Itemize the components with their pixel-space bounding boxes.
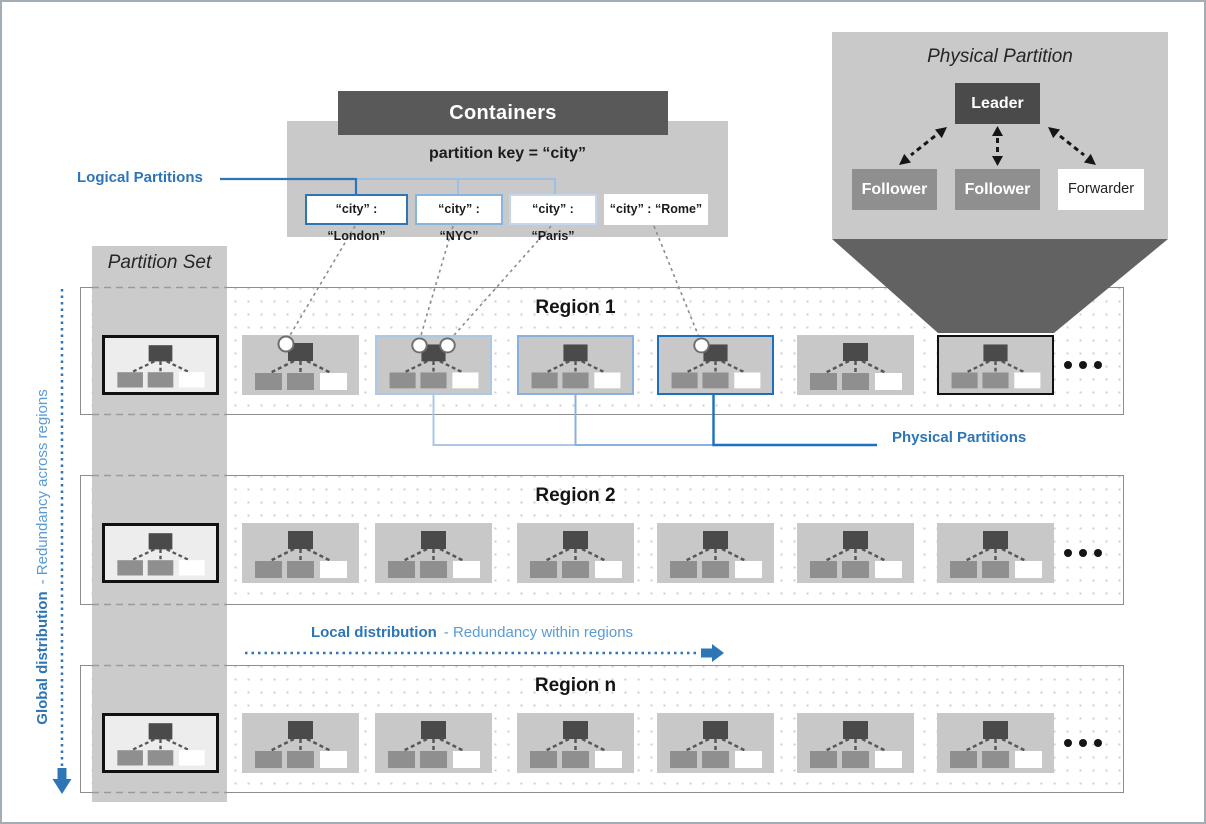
- partition-icon: [242, 523, 359, 583]
- global-distribution-main: Global distribution: [34, 591, 51, 725]
- forwarder-box: Forwarder: [1058, 169, 1144, 210]
- global-distribution-label: Global distribution - Redundancy across r…: [32, 342, 54, 772]
- logical-partition-rome: “city” : “Rome”: [604, 194, 708, 225]
- global-distribution-arrow: [52, 289, 72, 794]
- partition-icon: [797, 335, 914, 395]
- partition-icon: [797, 713, 914, 773]
- partition-key-label: partition key = “city”: [429, 145, 586, 162]
- logical-partition-paris: “city” : “Paris”: [509, 194, 597, 243]
- follower-box-2: Follower: [955, 169, 1040, 210]
- logical-partition-nyc: “city” : “NYC”: [415, 194, 503, 243]
- partition-set-icon: [102, 523, 219, 583]
- partition-icon: [937, 523, 1054, 583]
- leader-box: Leader: [955, 83, 1040, 124]
- logical-partitions-label: Logical Partitions: [77, 169, 203, 186]
- partition-icon: [937, 713, 1054, 773]
- partition-set-icon: [102, 335, 219, 395]
- partition-icon: [657, 335, 774, 395]
- local-distribution-sub: - Redundancy within regions: [443, 624, 634, 641]
- partition-icon: [375, 335, 492, 395]
- partition-icon: [375, 713, 492, 773]
- partition-icon: [242, 335, 359, 395]
- partition-set-icon: [102, 713, 219, 773]
- containers-header: Containers: [338, 91, 668, 135]
- partition-icon: [517, 335, 634, 395]
- partition-set-label: Partition Set: [107, 252, 212, 273]
- logical-partition-london: “city” : “London”: [305, 194, 408, 243]
- partition-icon: [375, 523, 492, 583]
- follower-box-1: Follower: [852, 169, 937, 210]
- partition-icon: [657, 713, 774, 773]
- partition-icon: [797, 523, 914, 583]
- physical-partitions-label: Physical Partitions: [892, 429, 1027, 446]
- local-distribution-arrow: [245, 644, 724, 662]
- more-partitions-ellipsis: [1064, 739, 1108, 747]
- region-title: Region 1: [535, 297, 616, 318]
- partition-icon: [657, 523, 774, 583]
- local-distribution-main: Local distribution: [310, 624, 437, 641]
- partition-icon: [517, 523, 634, 583]
- region-title: Region 2: [535, 485, 616, 506]
- partition-icon: [517, 713, 634, 773]
- global-distribution-sub: - Redundancy across regions: [34, 389, 51, 585]
- more-partitions-ellipsis: [1064, 361, 1108, 369]
- more-partitions-ellipsis: [1064, 549, 1108, 557]
- partition-icon: [937, 335, 1054, 395]
- partition-icon: [242, 713, 359, 773]
- region-title: Region n: [534, 675, 617, 696]
- physical-partition-title: Physical Partition: [927, 46, 1073, 67]
- local-distribution-label: Local distribution - Redundancy within re…: [242, 624, 702, 641]
